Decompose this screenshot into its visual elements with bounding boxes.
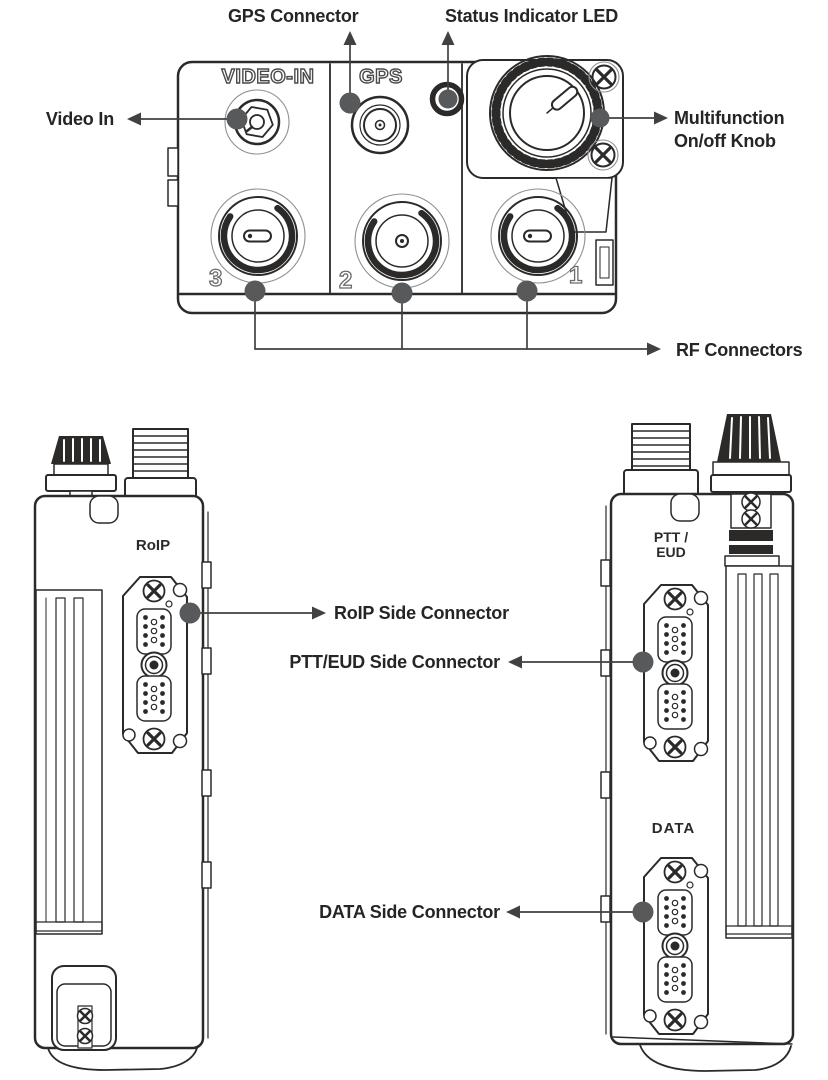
ptt-eud-side-callout bbox=[508, 651, 654, 673]
multifunction-knob-callout bbox=[590, 108, 668, 128]
data-panel-text: DATA bbox=[651, 820, 696, 837]
ptt-eud-panel-text: PTT / EUD bbox=[642, 530, 700, 560]
data-side-connector bbox=[644, 858, 708, 1034]
roip-panel-text: RoIP bbox=[135, 537, 171, 554]
left-device-rail bbox=[35, 589, 103, 935]
video-in-callout bbox=[127, 108, 248, 130]
roip-side-connector-label: RoIP Side Connector bbox=[334, 603, 509, 623]
status-led-callout bbox=[438, 31, 458, 109]
roip-side-callout bbox=[179, 602, 326, 624]
rf-port-2-number: 2 bbox=[338, 267, 353, 294]
rf-port-1-number: 1 bbox=[568, 262, 583, 289]
data-side-callout bbox=[506, 901, 654, 923]
left-device-knob bbox=[45, 436, 117, 502]
status-indicator-led-label: Status Indicator LED bbox=[445, 6, 619, 26]
status-led bbox=[429, 81, 465, 117]
ptt-eud-panel-text-line1: PTT / bbox=[653, 529, 689, 545]
gps-port bbox=[350, 95, 410, 155]
roip-side-connector bbox=[123, 577, 187, 753]
gps-connector-callout bbox=[339, 31, 361, 114]
multifunction-knob-label-line2: On/off Knob bbox=[674, 131, 776, 151]
top-view-illustration bbox=[167, 55, 624, 315]
rf-connectors-label: RF Connectors bbox=[676, 340, 803, 360]
right-device-knob-bracket bbox=[724, 492, 780, 567]
multifunction-knob-label: Multifunction On/off Knob bbox=[674, 107, 785, 153]
right-device-knob bbox=[710, 414, 792, 493]
ptt-eud-panel-text-line2: EUD bbox=[656, 544, 686, 560]
left-device-battery-latch bbox=[51, 965, 117, 1051]
right-device-rail bbox=[725, 565, 793, 939]
video-in-label: Video In bbox=[45, 109, 114, 129]
ptt-eud-side-connector bbox=[644, 585, 708, 761]
left-device-antenna-connector bbox=[124, 428, 197, 499]
ptt-eud-side-connector-label: PTT/EUD Side Connector bbox=[289, 652, 500, 672]
multifunction-knob-label-line1: Multifunction bbox=[674, 108, 785, 128]
gps-connector-label: GPS Connector bbox=[228, 6, 359, 26]
right-side-view-illustration bbox=[600, 414, 795, 1072]
rf-port-3-number: 3 bbox=[208, 265, 223, 292]
left-side-view-illustration bbox=[33, 428, 212, 1071]
gps-panel-text: GPS bbox=[358, 66, 403, 88]
rf-connectors-callout bbox=[244, 280, 661, 356]
video-in-panel-text: VIDEO-IN bbox=[221, 66, 315, 88]
right-device-antenna-connector bbox=[623, 423, 699, 497]
data-side-connector-label: DATA Side Connector bbox=[319, 902, 500, 922]
